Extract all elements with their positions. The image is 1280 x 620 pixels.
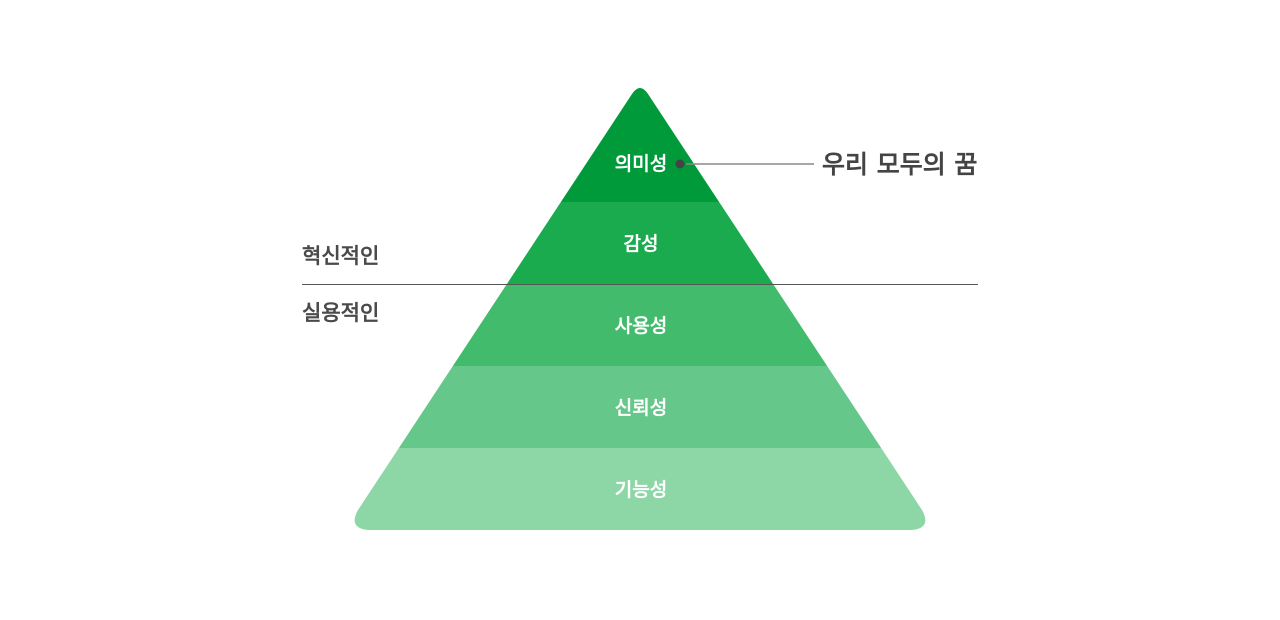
pyramid-layer-label-functionality: 기능성 <box>615 479 667 501</box>
pyramid-layer-label-usability: 사용성 <box>615 315 667 337</box>
practical-label: 실용적인 <box>302 301 380 325</box>
pyramid-layer-meaning <box>354 88 926 202</box>
pyramid-layer-reliability <box>354 366 926 448</box>
pyramid-layer-functionality <box>354 448 926 530</box>
pyramid-layer-label-reliability: 신뢰성 <box>615 397 667 419</box>
callout-label: 우리 모두의 꿈 <box>822 150 978 179</box>
callout-dot <box>675 159 685 169</box>
pyramid-layer-label-meaning: 의미성 <box>615 153 667 175</box>
innovative-label: 혁신적인 <box>302 244 380 268</box>
innovative-practical-divider <box>302 284 978 285</box>
pyramid-layer-label-emotion: 감성 <box>624 233 659 255</box>
